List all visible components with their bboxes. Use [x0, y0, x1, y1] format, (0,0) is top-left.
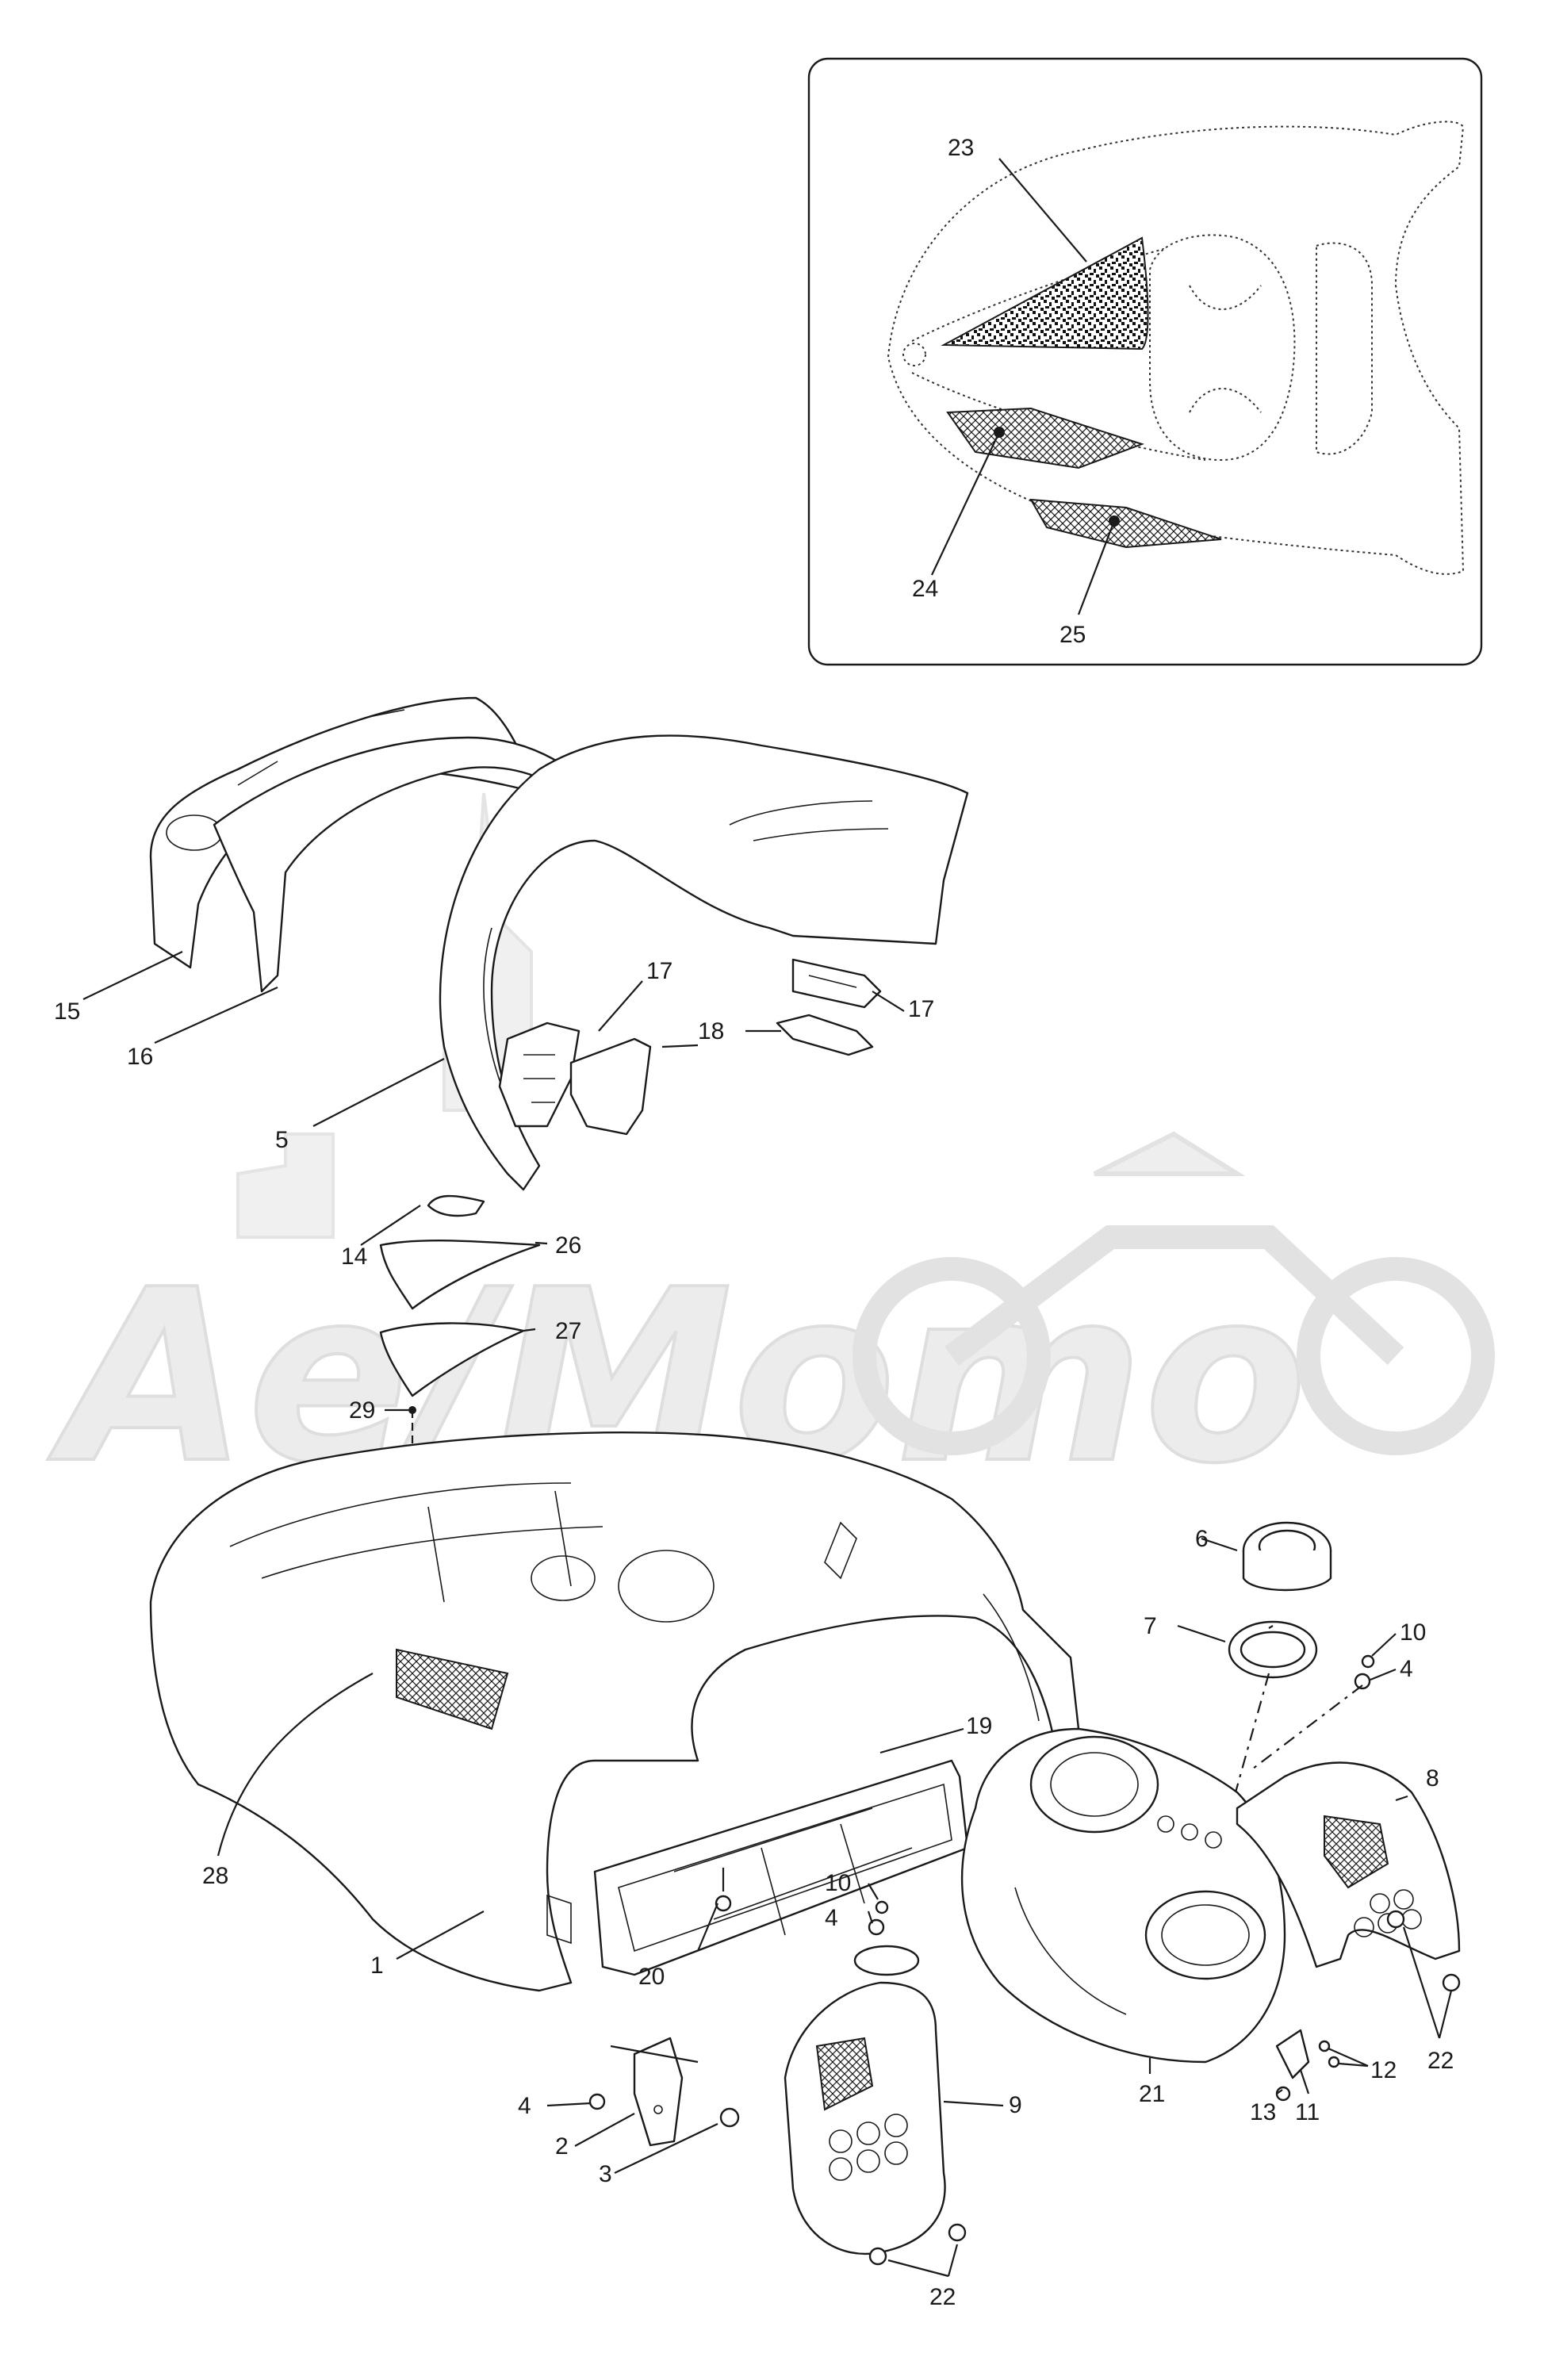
callout-13: 13: [1250, 2099, 1276, 2125]
part-20-screw: [715, 1868, 732, 1912]
callout-6: 6: [1195, 1526, 1209, 1552]
callout-5: 5: [275, 1127, 289, 1153]
callout-27: 27: [555, 1318, 581, 1344]
part-4-washer-left: [868, 1918, 885, 1936]
part-11-bracket: [1275, 2029, 1310, 2079]
callout-22-right: 22: [1427, 2048, 1454, 2074]
callout-19: 19: [966, 1713, 992, 1739]
callout-11: 11: [1295, 2099, 1320, 2125]
callout-17-left: 17: [646, 958, 672, 984]
callout-24: 24: [912, 576, 938, 602]
callout-14: 14: [341, 1244, 367, 1270]
callout-10-left: 10: [825, 1870, 851, 1896]
callout-16: 16: [127, 1044, 153, 1070]
callout-26: 26: [555, 1232, 581, 1259]
part-12-screws: [1318, 2040, 1340, 2068]
part-26-windshield-piece: [379, 1240, 541, 1310]
part-14-clip: [427, 1194, 485, 1217]
inset-panel: 23 24 25: [807, 57, 1483, 666]
part-27-windshield-piece: [379, 1322, 525, 1397]
inset-rear-cowl-drawing: [887, 121, 1465, 575]
callout-7: 7: [1144, 1613, 1157, 1639]
part-10-screw-right: [1361, 1654, 1375, 1669]
callout-1: 1: [370, 1953, 384, 1979]
callout-22-left: 22: [929, 2284, 956, 2310]
callout-18: 18: [698, 1018, 724, 1044]
watermark-motorcycle-icon: [853, 1131, 1495, 1455]
callout-10-right: 10: [1400, 1619, 1426, 1646]
callout-9: 9: [1009, 2092, 1022, 2118]
part-3-nut: [719, 2107, 740, 2128]
part-6-filler-ring: [1242, 1521, 1332, 1592]
callout-25: 25: [1059, 622, 1086, 648]
watermark-text: Ae/Momo: [45, 1239, 1308, 1516]
callout-2: 2: [555, 2133, 569, 2160]
part-10-screw-left: [875, 1900, 889, 1914]
callout-28: 28: [202, 1863, 228, 1889]
inset-mesh-25: [1029, 498, 1222, 549]
part-18-trim: [569, 1014, 874, 1136]
part-4-washer-right: [1354, 1673, 1371, 1690]
part-22-clips-left: [868, 2223, 967, 2266]
callout-4-bottom: 4: [518, 2093, 531, 2119]
callout-labels: 15 16 5 17 17 18 14 26 27 29 28 1 19 20 …: [54, 958, 1454, 2310]
part-2-bracket: [633, 2037, 684, 2147]
callout-8: 8: [1426, 1765, 1439, 1792]
callout-29: 29: [349, 1397, 375, 1424]
callout-23: 23: [948, 135, 974, 161]
callout-17-right: 17: [908, 996, 934, 1022]
callout-15: 15: [54, 998, 80, 1025]
inset-decal-23: [941, 236, 1149, 351]
watermark: Ae/Momo: [44, 792, 1495, 1517]
callout-4-right: 4: [1400, 1656, 1413, 1682]
part-13-washer: [1275, 2086, 1291, 2102]
callout-4-left: 4: [825, 1905, 838, 1931]
part-4-washer-bottom: [588, 2093, 606, 2110]
part-1-front-cowl: [149, 1431, 1080, 1992]
part-21-tank-cover: [960, 1727, 1286, 2064]
callout-20: 20: [638, 1964, 665, 1990]
part-17-bracket-left: [498, 1021, 580, 1128]
leader-lines: [82, 951, 1453, 2278]
part-9-side-cover-left: [784, 1945, 946, 2255]
callout-21: 21: [1139, 2081, 1165, 2107]
part-19-tray: [593, 1759, 969, 1976]
inset-mesh-24: [946, 407, 1145, 469]
part-17-bracket-right: [791, 958, 882, 1009]
callout-3: 3: [599, 2161, 612, 2187]
part-7-gasket: [1228, 1620, 1318, 1679]
callout-12: 12: [1370, 2057, 1397, 2083]
